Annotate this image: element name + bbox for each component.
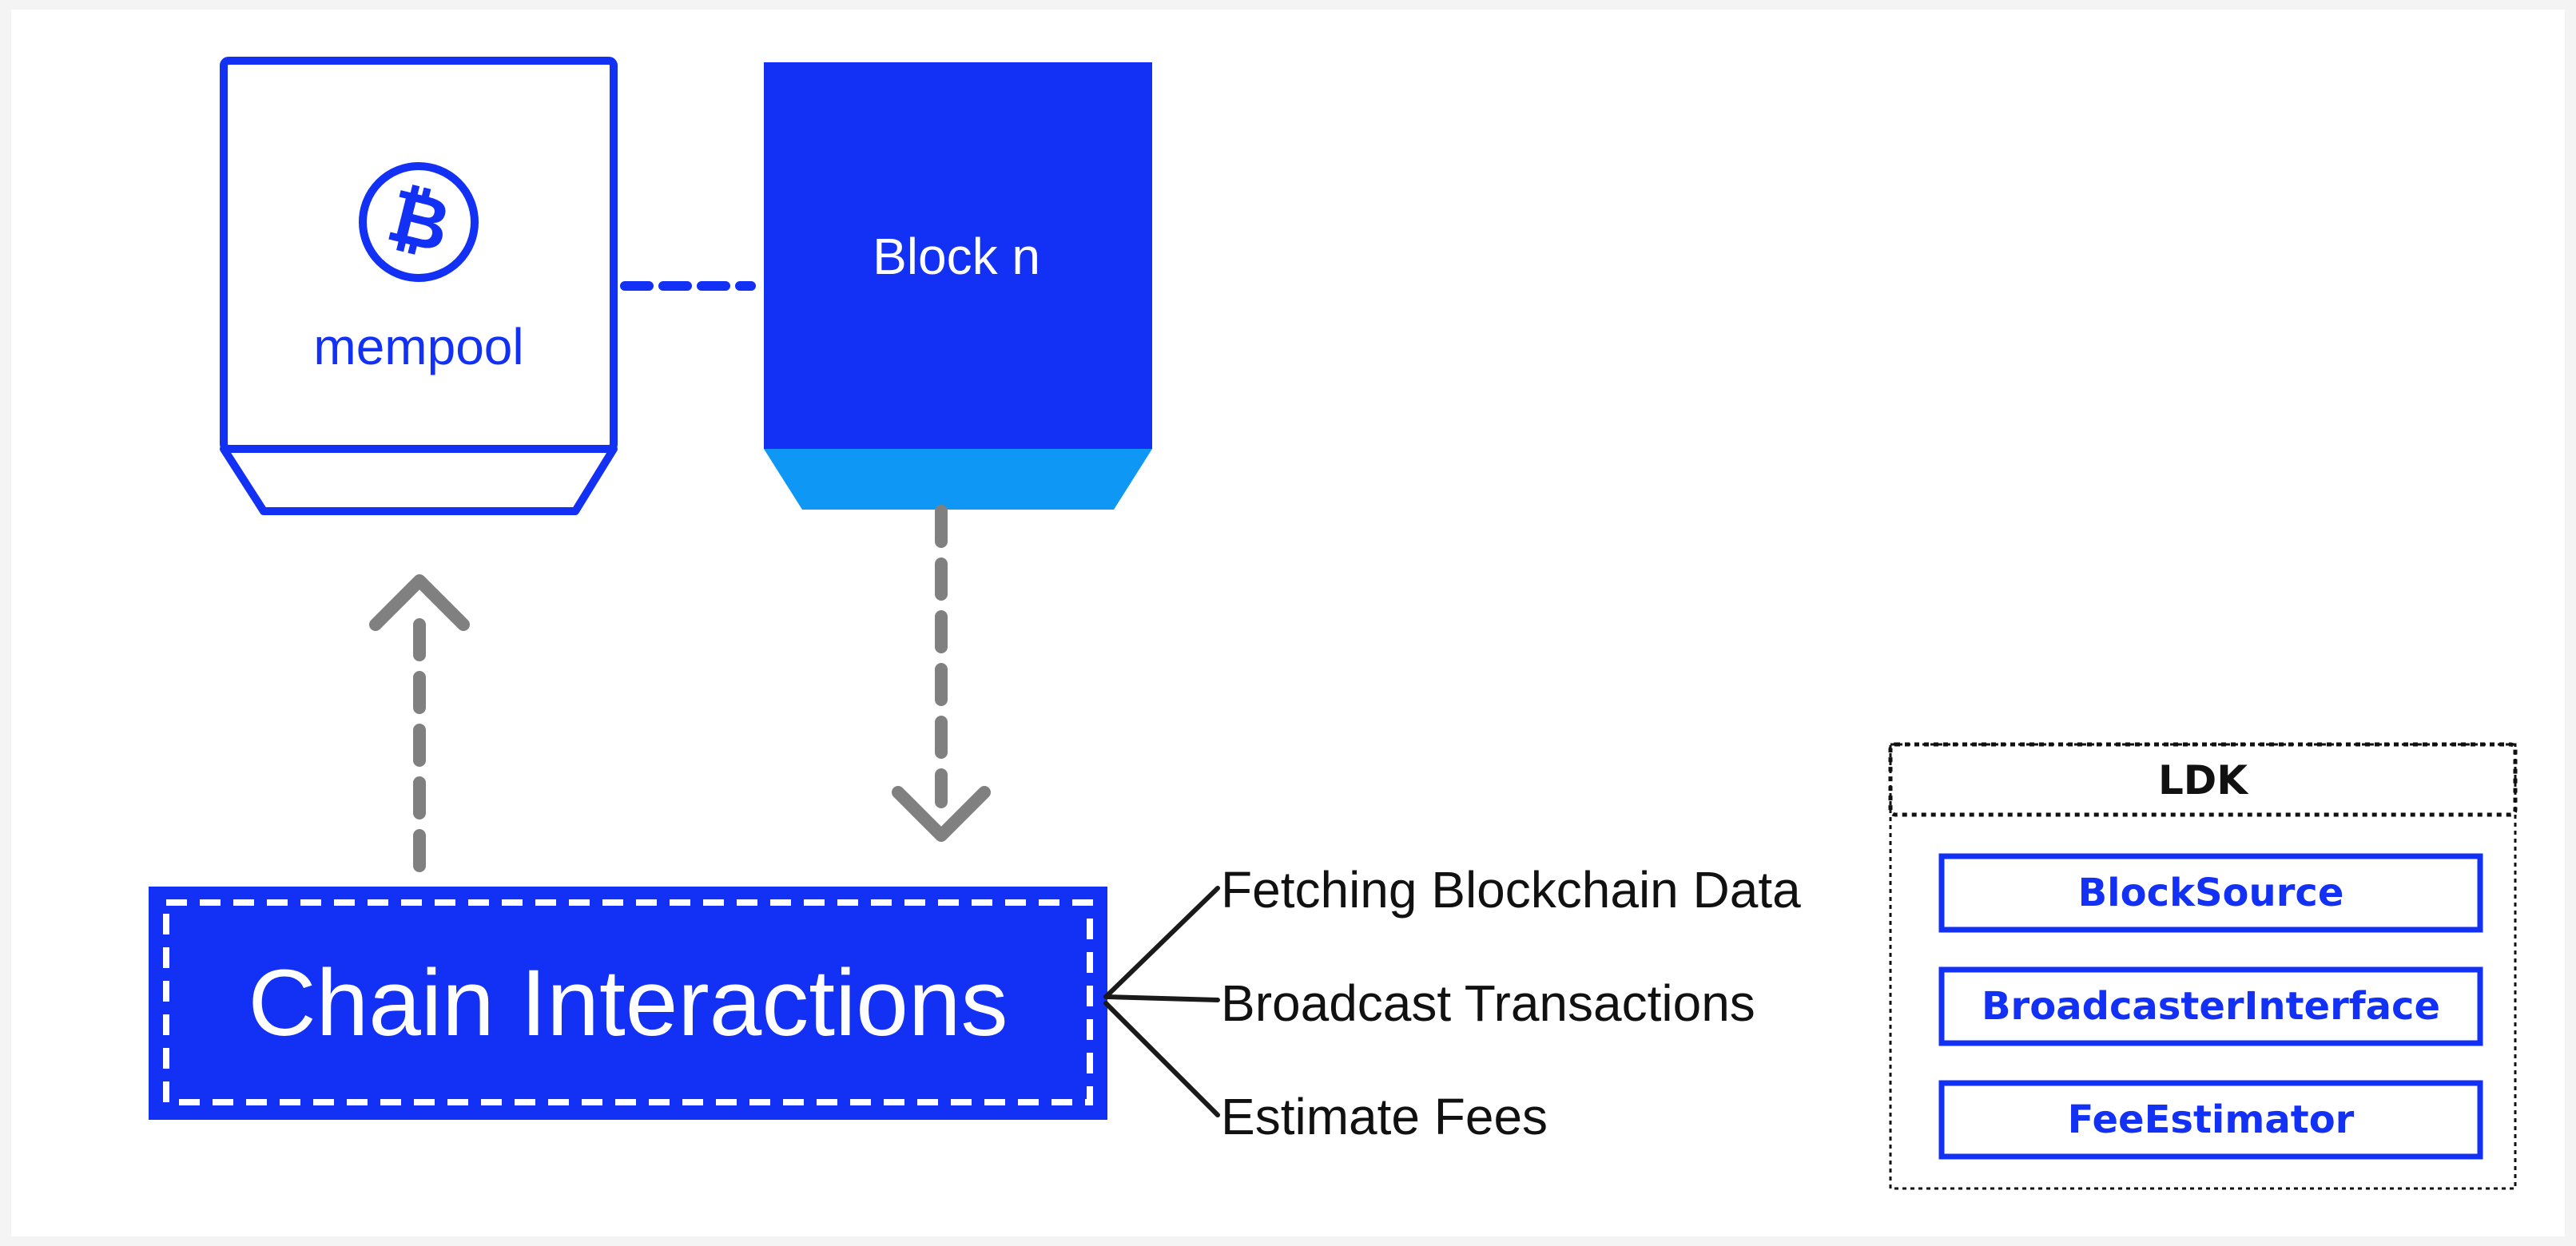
ldk-item-broadcasterinterface-label: BroadcasterInterface xyxy=(1982,984,2440,1029)
chain-interactions-inner-border xyxy=(163,899,1093,1105)
block-n-box xyxy=(764,62,1152,449)
function-label-fetching: Fetching Blockchain Data xyxy=(1221,861,1801,919)
ldk-item-blocksource-label: BlockSource xyxy=(2078,871,2344,915)
mempool-label: mempool xyxy=(313,318,523,375)
connector-estimate xyxy=(1103,1001,1220,1117)
ldk-item-blocksource: BlockSource xyxy=(1938,853,2483,933)
arrow-to-mempool xyxy=(369,574,470,872)
block-n-base xyxy=(764,449,1152,510)
ldk-item-broadcasterinterface: BroadcasterInterface xyxy=(1938,966,2483,1046)
arrow-up-head xyxy=(369,574,470,631)
arrow-down-head xyxy=(892,786,991,842)
ldk-panel: LDK BlockSource BroadcasterInterface Fee… xyxy=(1888,742,2518,1190)
connector-broadcast xyxy=(1103,994,1220,1002)
block-n-label: Block n xyxy=(873,228,1040,285)
ldk-header-border xyxy=(1888,742,2518,817)
ldk-item-feeestimator: FeeEstimator xyxy=(1938,1080,2483,1160)
ldk-title: LDK xyxy=(2158,757,2249,804)
function-label-broadcast: Broadcast Transactions xyxy=(1221,974,1755,1032)
block-n: Block n xyxy=(764,62,1152,510)
chain-interactions-label: Chain Interactions xyxy=(248,950,1008,1056)
ldk-item-feeestimator-label: FeeEstimator xyxy=(2068,1097,2355,1142)
chain-interactions-box: Chain Interactions xyxy=(149,887,1107,1120)
mempool-block: ₿ mempool xyxy=(220,57,618,515)
mempool-base xyxy=(220,445,618,515)
arrow-from-block xyxy=(892,505,991,842)
connector-fetching xyxy=(1103,886,1220,999)
function-connectors xyxy=(1103,886,1220,1117)
function-label-estimate: Estimate Fees xyxy=(1221,1088,1548,1145)
